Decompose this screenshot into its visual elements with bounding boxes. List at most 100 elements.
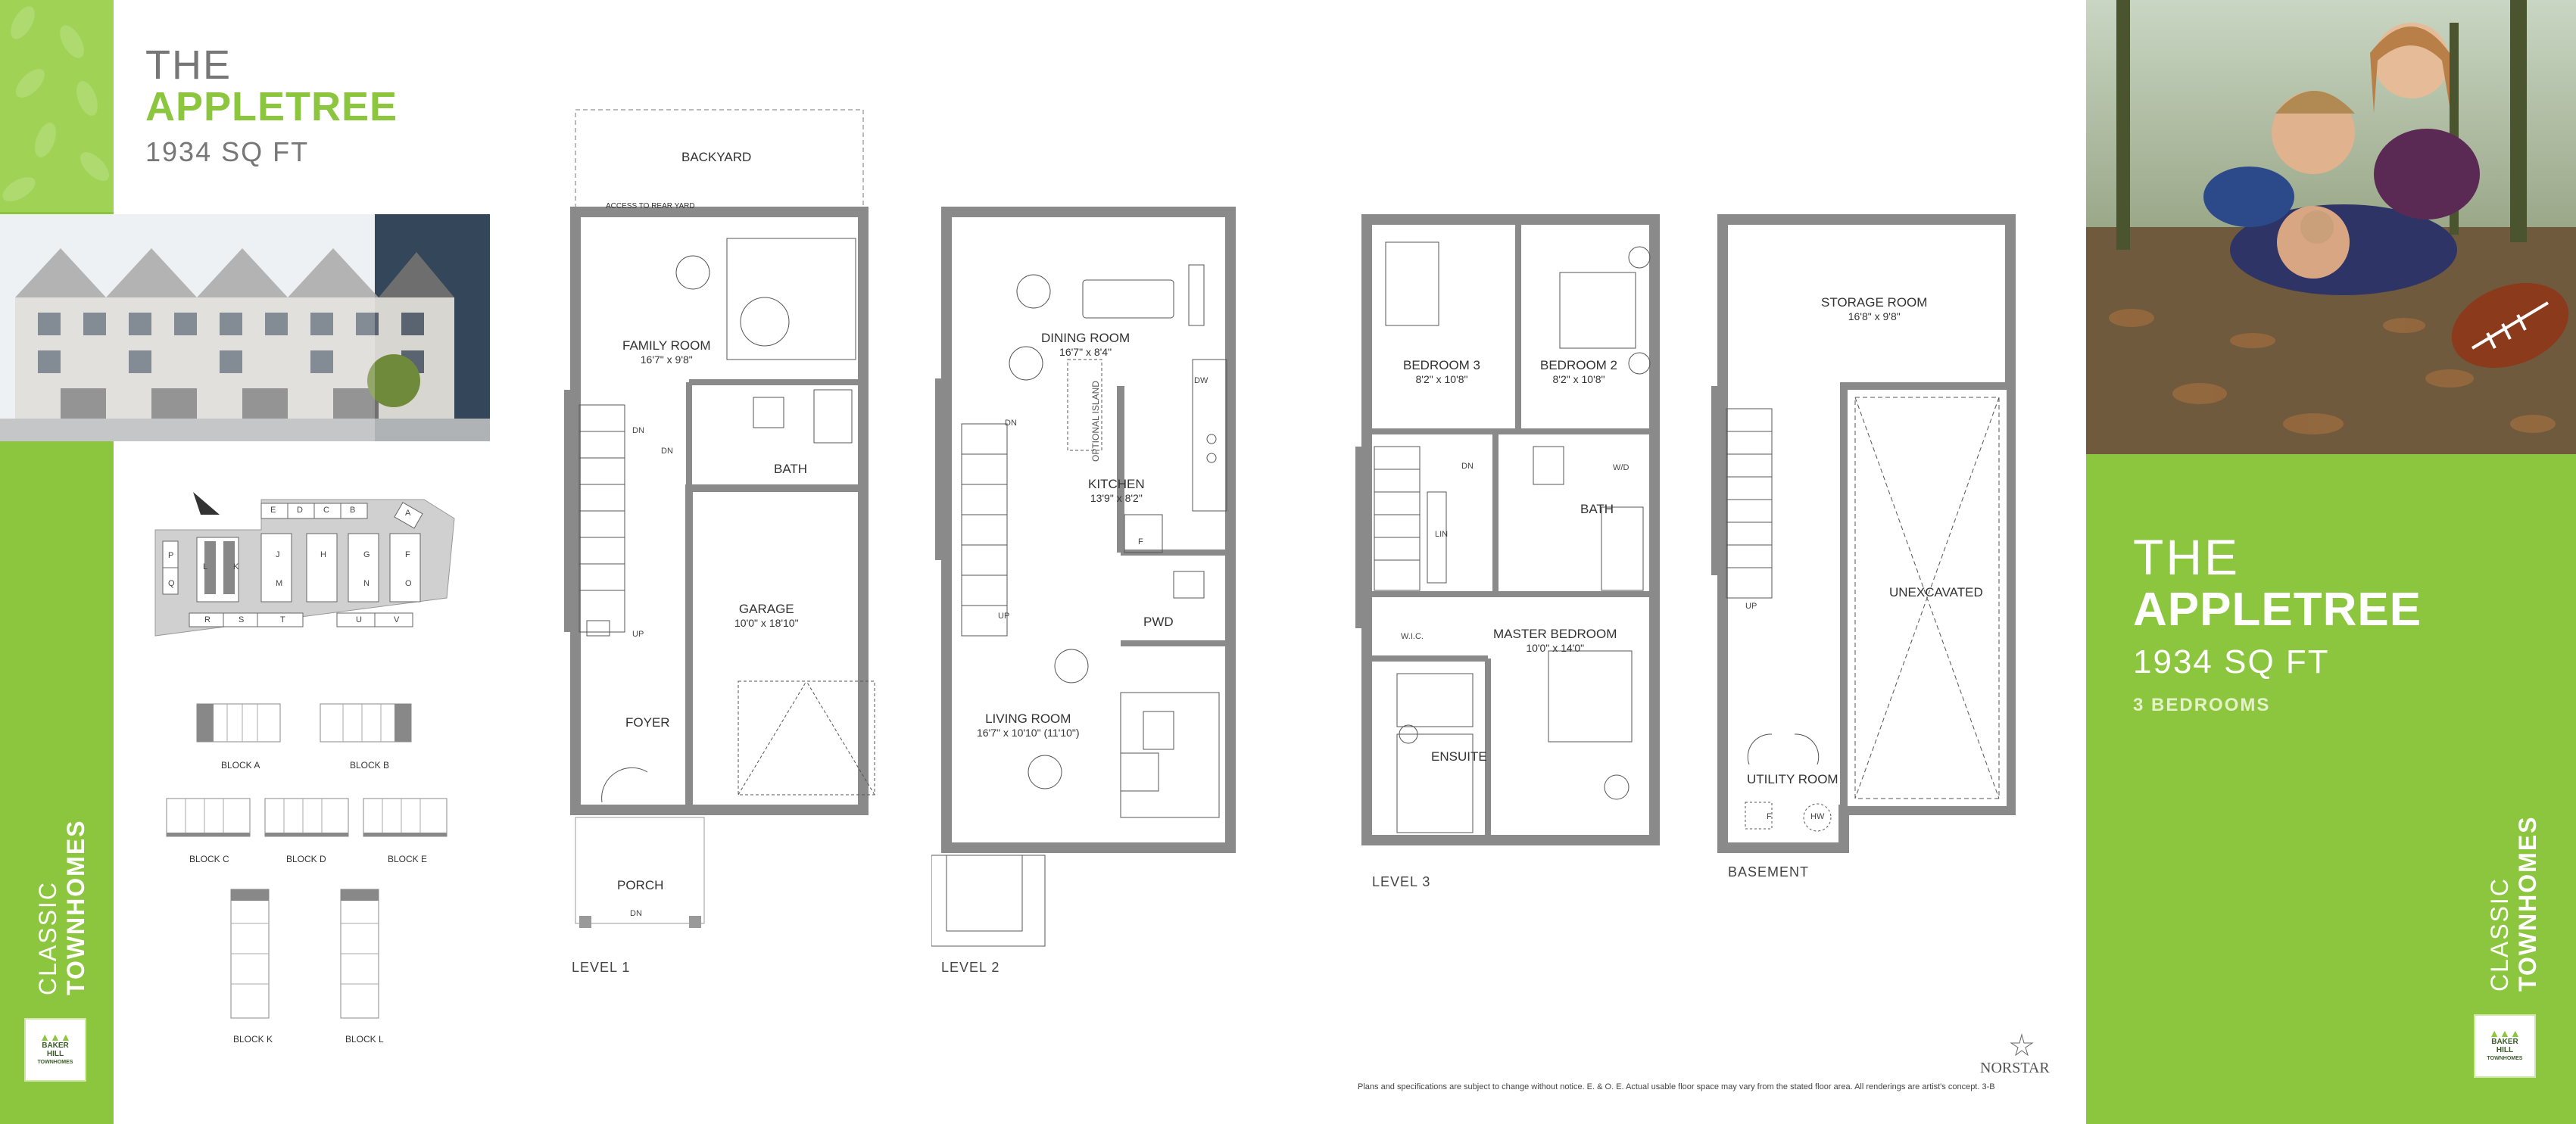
level2-plan: [931, 197, 1246, 954]
logo-trees-icon-right: ▲▲▲: [2489, 1027, 2521, 1039]
l1-backyard: BACKYARD: [681, 150, 752, 164]
logo-line3: TOWNHOMES: [37, 1060, 73, 1065]
l2-dining-dim: 16'7" x 8'4": [1059, 346, 1112, 358]
site-label-b: B: [350, 506, 356, 515]
baker-hill-logo-right: ▲▲▲ BAKER HILL TOWNHOMES: [2474, 1014, 2536, 1078]
block-a-diagram: [193, 696, 284, 749]
l1-dn: DN: [632, 426, 644, 435]
site-label-m: M: [276, 579, 283, 588]
l1-access: ACCESS TO REAR YARD: [606, 202, 695, 210]
series-light: CLASSIC: [34, 881, 61, 995]
norstar-star-icon: [1999, 1033, 2044, 1063]
north-arrow-icon: [193, 492, 220, 515]
l2-living-dim: 16'7" x 10'10" (11'10"): [977, 727, 1080, 739]
l3-bath: BATH: [1580, 502, 1614, 516]
l1-garage-name: GARAGE: [738, 602, 794, 616]
block-l-diagram: [333, 886, 386, 1022]
l1-bath: BATH: [774, 462, 808, 476]
l1-dn2: DN: [661, 447, 673, 456]
l2-pwd: PWD: [1143, 615, 1174, 629]
l3-wd: W/D: [1613, 463, 1629, 472]
bsmt-storage-dim: 16'8" x 9'8": [1848, 310, 1901, 322]
site-label-l: L: [203, 562, 208, 571]
bsmt-utility: UTILITY ROOM: [1747, 772, 1838, 786]
l1-porch: PORCH: [617, 878, 664, 892]
site-label-t: T: [280, 615, 285, 624]
baker-hill-logo: ▲▲▲ BAKER HILL TOWNHOMES: [24, 1018, 86, 1082]
l3-bed2-dim: 8'2" x 10'8": [1552, 373, 1605, 385]
block-e-diagram: [360, 791, 451, 844]
site-label-u: U: [356, 615, 362, 624]
right-title-name: APPLETREE: [2133, 584, 2422, 636]
site-label-c: C: [323, 506, 329, 515]
l1-family-dim: 16'7" x 9'8": [640, 353, 693, 366]
site-label-f: F: [405, 550, 410, 559]
bsmt-unexcavated: UNEXCAVATED: [1889, 585, 1983, 599]
basement-label: BASEMENT: [1728, 864, 1810, 880]
bsmt-hw: HW: [1810, 812, 1825, 821]
title-name: APPLETREE: [145, 84, 398, 129]
builder-name: NORSTAR: [1980, 1060, 2050, 1076]
site-label-e: E: [270, 506, 276, 515]
title-sqft: 1934 SQ FT: [145, 136, 310, 167]
l1-garage-dim: 10'0" x 18'10": [734, 617, 799, 629]
logo-line1: BAKER: [42, 1041, 69, 1050]
family-photo: [2086, 0, 2576, 454]
bsmt-storage-name: STORAGE ROOM: [1821, 295, 1928, 310]
level1-plan: [557, 106, 882, 961]
l3-bed2-name: BEDROOM 2: [1540, 358, 1618, 372]
block-e-label: BLOCK E: [388, 854, 428, 864]
site-label-j: J: [276, 550, 280, 559]
l3-master-dim: 10'0" x 14'0": [1526, 642, 1585, 654]
l2-kitchen-dim: 13'9" x 8'2": [1090, 492, 1143, 504]
series-light-right: CLASSIC: [2486, 877, 2513, 992]
disclaimer: Plans and specifications are subject to …: [1358, 1082, 1995, 1091]
site-label-r: R: [204, 615, 211, 624]
level1-label: LEVEL 1: [572, 960, 631, 975]
right-title-the: THE: [2133, 529, 2240, 585]
l2-dn: DN: [1005, 419, 1017, 428]
bsmt-up: UP: [1745, 602, 1757, 611]
l2-up: UP: [998, 612, 1010, 621]
l1-family-name: FAMILY ROOM: [622, 338, 711, 353]
site-label-n: N: [363, 579, 370, 588]
block-l-label: BLOCK L: [345, 1034, 384, 1045]
l3-bed3-dim: 8'2" x 10'8": [1415, 373, 1468, 385]
right-bedrooms: 3 BEDROOMS: [2133, 695, 2271, 715]
block-c-diagram: [163, 791, 254, 844]
l2-dw: DW: [1194, 376, 1208, 385]
l2-kitchen-name: KITCHEN: [1088, 477, 1145, 491]
site-label-q: Q: [168, 579, 175, 588]
site-label-k: K: [233, 562, 239, 571]
block-d-diagram: [261, 791, 352, 844]
block-c-label: BLOCK C: [189, 854, 229, 864]
l2-f: F: [1138, 537, 1143, 546]
l3-lin: LIN: [1435, 530, 1449, 539]
block-b-label: BLOCK B: [350, 760, 390, 771]
l1-porch-dn: DN: [630, 909, 642, 918]
block-k-diagram: [223, 886, 276, 1022]
l2-living-name: LIVING ROOM: [985, 711, 1071, 726]
logo-trees-icon: ▲▲▲: [39, 1031, 71, 1043]
site-label-a: A: [405, 509, 411, 518]
logo-line3-right: TOWNHOMES: [2487, 1056, 2523, 1061]
logo-line2: HILL: [46, 1050, 64, 1058]
l1-foyer: FOYER: [625, 715, 670, 730]
series-bold: TOWNHOMES: [62, 819, 89, 995]
level2-label: LEVEL 2: [941, 960, 1000, 975]
series-label-left: CLASSIC TOWNHOMES: [34, 819, 90, 995]
site-label-d: D: [297, 506, 303, 515]
block-k-label: BLOCK K: [233, 1034, 273, 1045]
l1-up: UP: [632, 630, 644, 639]
l3-wic: W.I.C.: [1401, 632, 1424, 641]
l3-ensuite: ENSUITE: [1431, 749, 1487, 764]
series-label-right: CLASSIC TOWNHOMES: [2486, 815, 2542, 992]
site-plan: [148, 484, 466, 643]
